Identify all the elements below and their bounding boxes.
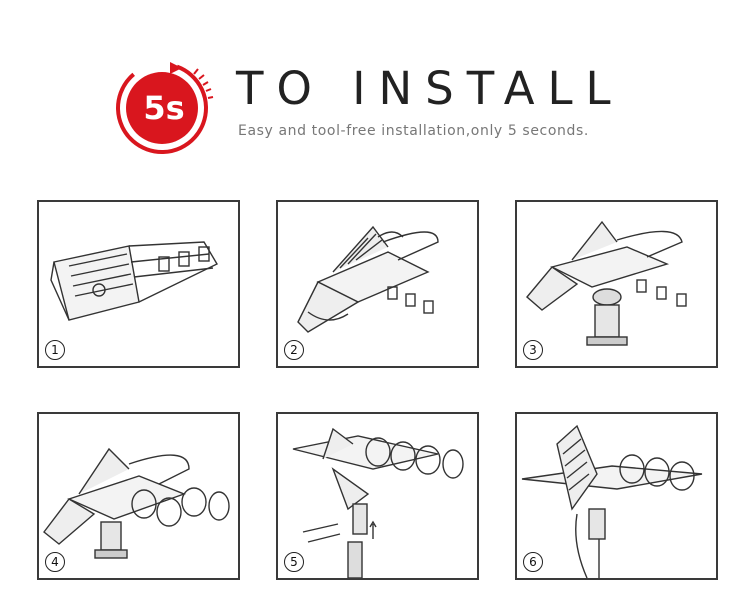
step-3-panel: 3 (515, 200, 718, 368)
badge-label: 5s (143, 89, 185, 127)
step-4-panel: 4 (37, 412, 240, 580)
step-6-panel: 6 (515, 412, 718, 580)
step-2-panel: 2 (276, 200, 479, 368)
step-number: 4 (45, 552, 65, 572)
step-number: 2 (284, 340, 304, 360)
step-number: 1 (45, 340, 65, 360)
step-5-panel: 5 (276, 412, 479, 580)
page-subtitle: Easy and tool-free installation,only 5 s… (238, 123, 589, 139)
antenna-elements-illustration (43, 447, 230, 559)
antenna-installed-illustration (521, 424, 703, 578)
antenna-unfold-illustration (297, 225, 439, 333)
step-number: 5 (284, 552, 304, 572)
page-title: TO INSTALL (236, 62, 624, 115)
timer-badge: 5s (110, 54, 218, 162)
step-number: 6 (523, 552, 543, 572)
stopwatch-icon (116, 62, 214, 154)
antenna-mount-illustration (292, 427, 464, 578)
antenna-folded-illustration (50, 241, 218, 321)
step-1-panel: 1 (37, 200, 240, 368)
step-number: 3 (523, 340, 543, 360)
antenna-motor-illustration (526, 220, 687, 346)
